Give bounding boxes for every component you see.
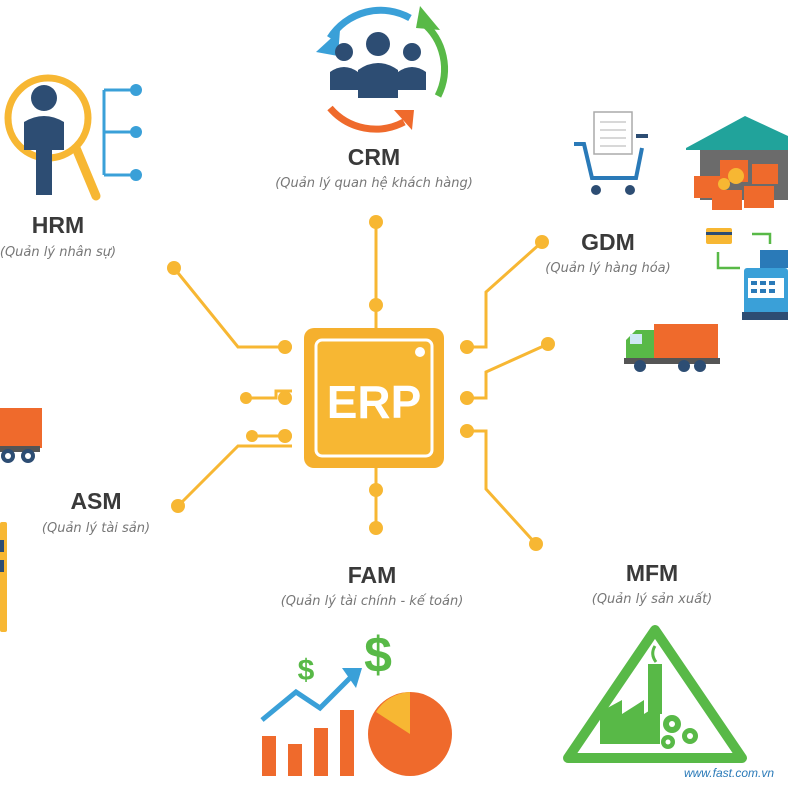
erp-chip: ERP bbox=[304, 328, 444, 468]
circuit-traces bbox=[172, 222, 549, 546]
hrm-search-person-icon bbox=[4, 74, 142, 201]
website-watermark: www.fast.com.vn bbox=[683, 766, 774, 780]
asm-title: ASM bbox=[70, 488, 122, 514]
hrm-subtitle: (Quản lý nhân sự) bbox=[0, 245, 117, 260]
crm-subtitle: (Quản lý quan hệ khách hàng) bbox=[275, 176, 473, 191]
erp-label: ERP bbox=[327, 376, 422, 428]
gdm-connector-lines bbox=[716, 232, 772, 270]
asm-truck-icon bbox=[0, 408, 42, 463]
crm-title: CRM bbox=[347, 144, 401, 170]
gdm-warehouse-icon bbox=[686, 116, 788, 210]
mfm-factory-icon bbox=[563, 625, 747, 763]
mfm-title: MFM bbox=[625, 560, 679, 586]
asm-subtitle: (Quản lý tài sản) bbox=[41, 521, 151, 536]
gdm-card-icon bbox=[706, 228, 732, 244]
gdm-title: GDM bbox=[581, 229, 635, 255]
hrm-title: HRM bbox=[31, 212, 85, 238]
fam-subtitle: (Quản lý tài chính - kế toán) bbox=[280, 594, 464, 609]
crm-cycle-icon bbox=[316, 6, 448, 133]
gdm-subtitle: (Quản lý hàng hóa) bbox=[545, 261, 671, 276]
dollar-sign-large: $ bbox=[364, 627, 392, 683]
fam-title: FAM bbox=[347, 562, 397, 588]
chip-pins bbox=[278, 298, 474, 497]
trace-endpoints bbox=[167, 215, 555, 551]
dollar-sign-small: $ bbox=[298, 654, 315, 687]
gdm-cash-register-icon bbox=[742, 250, 788, 320]
mfm-subtitle: (Quản lý sản xuất) bbox=[591, 592, 713, 607]
crm-people-icon bbox=[330, 32, 426, 98]
gdm-truck-icon bbox=[624, 324, 720, 372]
fam-finance-icon: $ $ bbox=[260, 627, 452, 776]
asm-bus-icon bbox=[0, 522, 7, 632]
gdm-cart-icon bbox=[574, 111, 648, 195]
